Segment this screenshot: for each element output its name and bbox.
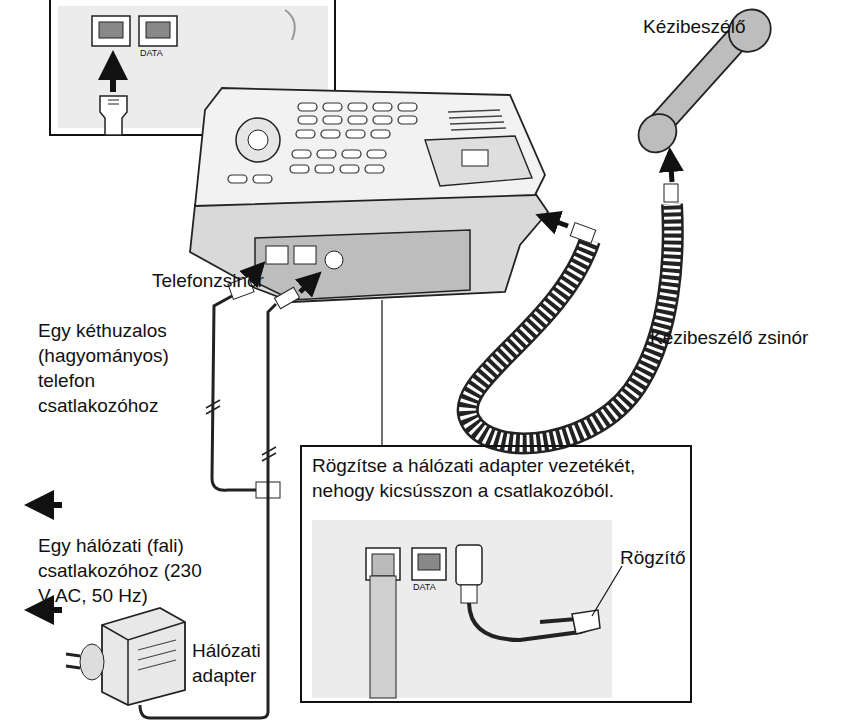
port-label: DATA <box>140 48 180 58</box>
connection-note: Egy hálózati (fali) csatlakozóhoz (230 V… <box>38 533 216 608</box>
plug-arrow <box>670 152 672 182</box>
port-label: DATA <box>413 582 453 592</box>
leader-line <box>381 300 382 445</box>
part-name: Kézibeszélő <box>643 14 803 39</box>
part-name: Rögzítő <box>620 545 730 570</box>
part-name: Hálózati adapter <box>192 638 272 688</box>
power-adapter <box>30 275 318 718</box>
callout-box: Rögzítse a hálózati adapter vezetékét, n… <box>300 445 692 703</box>
telephone-cord <box>30 265 280 505</box>
coiled-cord <box>468 204 673 443</box>
callout-text: Rögzítse a hálózati adapter vezetékét, n… <box>312 453 652 503</box>
part-name: Kézibeszélő zsinór <box>650 325 845 350</box>
part-name: Telefonzsinór <box>152 268 312 293</box>
plug-arrow <box>540 216 568 226</box>
plug <box>664 184 678 202</box>
plug <box>570 223 595 244</box>
telephone-base <box>190 88 548 302</box>
cord-clip-inset <box>312 520 622 698</box>
connection-note: Egy kéthuzalos (hagyományos) telefon csa… <box>38 318 188 418</box>
